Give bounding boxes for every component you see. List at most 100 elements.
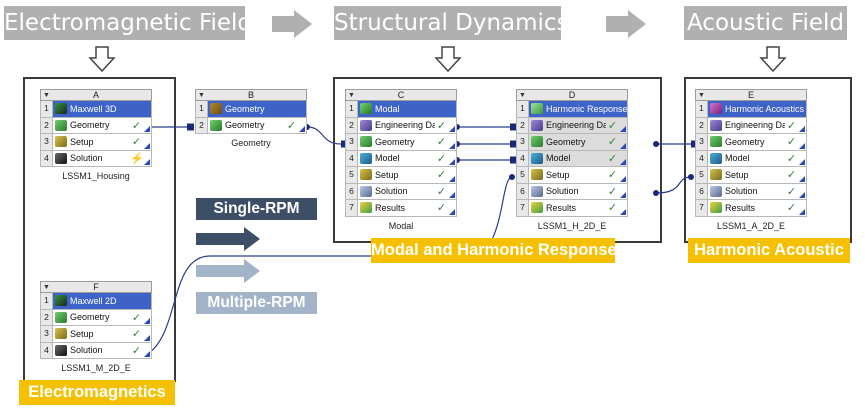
system-block-f[interactable]: ▼ F 1 Maxwell 2D 2 Geometry ✓ 3 Setup ✓ …: [40, 281, 152, 373]
system-row-geometry-title[interactable]: 1 Geometry: [195, 101, 307, 118]
row-number: 1: [41, 293, 53, 309]
system-row-engineering-data[interactable]: 2 Engineering Data ✓: [695, 117, 807, 134]
row-label: Engineering Data: [546, 120, 606, 131]
model-icon: [531, 152, 543, 164]
system-row-maxwell-3d[interactable]: 1 Maxwell 3D: [40, 101, 152, 118]
geometry-icon: [531, 136, 543, 148]
system-block-e[interactable]: ▼ E 1 Harmonic Acoustics 2 Engineering D…: [695, 89, 807, 231]
dropdown-menu-icon[interactable]: ▼: [519, 91, 526, 99]
system-row-setup[interactable]: 5 Setup ✓: [695, 167, 807, 184]
engineering-data-icon: [531, 119, 543, 131]
system-row-setup[interactable]: 3 Setup ✓: [40, 134, 152, 151]
system-row-geometry[interactable]: 3 Geometry ✓: [695, 134, 807, 151]
row-number: 1: [696, 101, 708, 117]
corner-marker-icon: [798, 118, 806, 134]
geometry-icon: [710, 136, 722, 148]
system-row-harmonic-response[interactable]: 1 Harmonic Response: [516, 101, 628, 118]
system-letter: F: [93, 282, 99, 292]
system-row-results[interactable]: 7 Results ✓: [516, 200, 628, 217]
system-block-c[interactable]: ▼ C 1 Modal 2 Engineering Data ✓ 3 Geome…: [345, 89, 457, 231]
system-row-engineering-data[interactable]: 2 Engineering Data ✓: [516, 117, 628, 134]
system-row-geometry[interactable]: 3 Geometry ✓: [345, 134, 457, 151]
system-caption[interactable]: LSSM1_M_2D_E: [61, 363, 131, 373]
system-block-b[interactable]: ▼ B 1 Geometry 2 Geometry ✓ Geometry: [195, 89, 307, 148]
dropdown-menu-icon[interactable]: ▼: [348, 91, 355, 99]
system-letter: C: [397, 90, 405, 100]
harmonic-acoustics-icon: [710, 103, 722, 115]
system-row-solution[interactable]: 6 Solution ✓: [345, 183, 457, 200]
maxwell-icon: [55, 295, 67, 307]
system-letter: B: [247, 90, 254, 100]
system-row-geometry[interactable]: 2 Geometry ✓: [40, 117, 152, 134]
row-label: Setup: [546, 169, 570, 180]
system-row-setup[interactable]: 3 Setup ✓: [40, 326, 152, 343]
corner-marker-icon: [448, 167, 456, 183]
system-row-engineering-data[interactable]: 2 Engineering Data ✓: [345, 117, 457, 134]
system-header[interactable]: ▼ A: [40, 89, 152, 101]
system-row-solution[interactable]: 6 Solution ✓: [516, 183, 628, 200]
setup-icon: [55, 136, 67, 148]
modal-icon: [360, 103, 372, 115]
row-number: 3: [346, 134, 358, 150]
check-icon: ✓: [131, 344, 142, 357]
check-icon: ✓: [436, 202, 447, 215]
corner-marker-icon: [143, 310, 151, 326]
row-label: Engineering Data: [375, 120, 435, 131]
system-row-model[interactable]: 4 Model ✓: [345, 150, 457, 167]
check-icon: ✓: [436, 169, 447, 182]
system-header[interactable]: ▼ B: [195, 89, 307, 101]
dropdown-menu-icon[interactable]: ▼: [198, 91, 205, 99]
system-block-d[interactable]: ▼ D 1 Harmonic Response 2 Engineering Da…: [516, 89, 628, 231]
system-row-solution[interactable]: 4 Solution ⚡: [40, 150, 152, 167]
dropdown-menu-icon[interactable]: ▼: [43, 283, 50, 291]
system-caption[interactable]: LSSM1_H_2D_E: [537, 220, 607, 231]
system-row-model[interactable]: 4 Model ✓: [695, 150, 807, 167]
system-row-setup[interactable]: 5 Setup ✓: [345, 167, 457, 184]
row-label: Setup: [725, 169, 749, 180]
system-header[interactable]: ▼ D: [516, 89, 628, 101]
system-row-modal[interactable]: 1 Modal: [345, 101, 457, 118]
row-label: Modal: [375, 103, 400, 114]
check-icon: ✓: [607, 136, 618, 149]
system-block-a[interactable]: ▼ A 1 Maxwell 3D 2 Geometry ✓ 3 Setup ✓ …: [40, 89, 152, 181]
system-row-results[interactable]: 7 Results ✓: [345, 200, 457, 217]
system-row-geometry[interactable]: 2 Geometry ✓: [40, 309, 152, 326]
system-row-maxwell-2d[interactable]: 1 Maxwell 2D: [40, 293, 152, 310]
system-caption[interactable]: LSSM1_Housing: [62, 171, 130, 181]
system-header[interactable]: ▼ C: [345, 89, 457, 101]
check-icon: ✓: [436, 136, 447, 149]
corner-marker-icon: [448, 200, 456, 216]
row-label: Geometry: [225, 103, 265, 114]
solution-icon: [55, 344, 67, 356]
row-label: Solution: [725, 186, 758, 197]
row-number: 4: [517, 150, 529, 166]
system-row-results[interactable]: 7 Results ✓: [695, 200, 807, 217]
row-number: 7: [517, 200, 529, 216]
system-caption[interactable]: Modal: [388, 220, 414, 231]
corner-marker-icon: [619, 118, 627, 134]
system-header[interactable]: ▼ F: [40, 281, 152, 293]
system-caption[interactable]: Geometry: [231, 138, 271, 148]
check-icon: ✓: [786, 152, 797, 165]
dropdown-menu-icon[interactable]: ▼: [43, 91, 50, 99]
system-row-solution[interactable]: 6 Solution ✓: [695, 183, 807, 200]
system-row-geometry[interactable]: 2 Geometry ✓: [195, 117, 307, 134]
system-row-harmonic-acoustics[interactable]: 1 Harmonic Acoustics: [695, 101, 807, 118]
row-label: Maxwell 3D: [70, 103, 117, 114]
system-row-geometry[interactable]: 3 Geometry ✓: [516, 134, 628, 151]
row-number: 3: [517, 134, 529, 150]
system-caption[interactable]: LSSM1_A_2D_E: [716, 220, 786, 231]
row-label: Setup: [70, 136, 94, 147]
system-row-setup[interactable]: 5 Setup ✓: [516, 167, 628, 184]
engineering-data-icon: [710, 119, 722, 131]
row-number: 1: [346, 101, 358, 117]
corner-marker-icon: [798, 184, 806, 200]
legend-single-rpm: Single-RPM: [196, 198, 317, 220]
system-row-model[interactable]: 4 Model ✓: [516, 150, 628, 167]
check-icon: ✓: [786, 119, 797, 132]
row-label: Engineering Data: [725, 120, 785, 131]
system-row-solution[interactable]: 4 Solution ✓: [40, 342, 152, 359]
system-header[interactable]: ▼ E: [695, 89, 807, 101]
dropdown-menu-icon[interactable]: ▼: [698, 91, 705, 99]
corner-marker-icon: [448, 184, 456, 200]
